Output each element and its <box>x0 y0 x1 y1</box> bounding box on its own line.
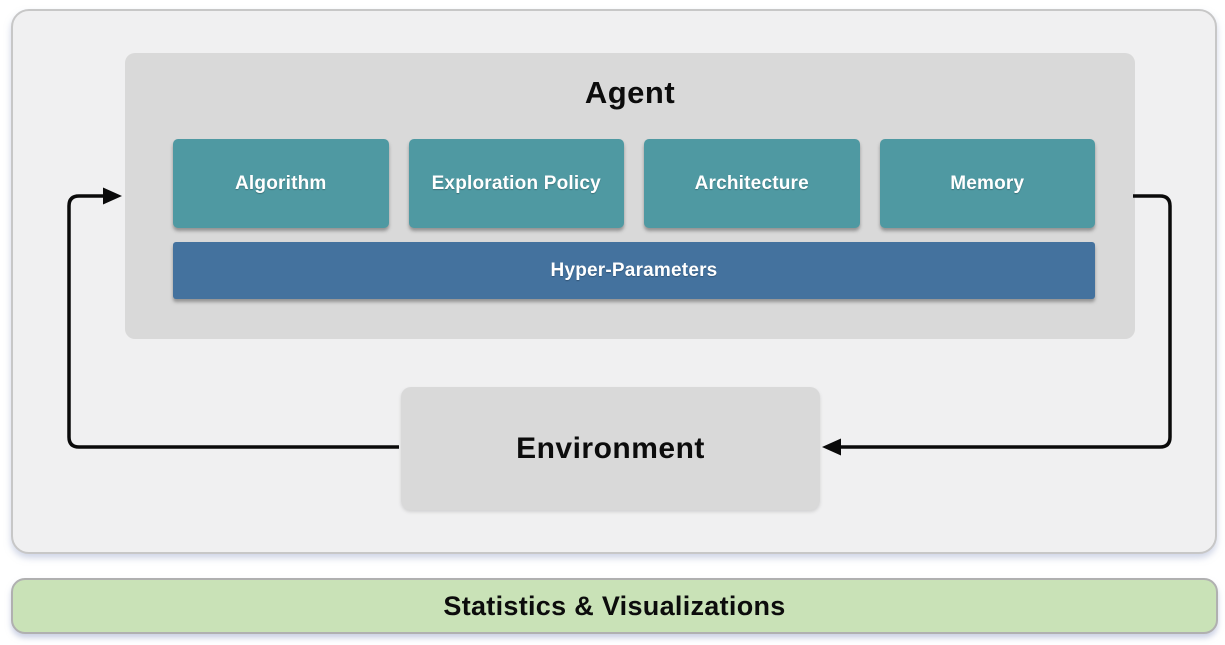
module-box-algorithm: Algorithm <box>173 139 389 228</box>
hyper-parameters-bar: Hyper-Parameters <box>173 242 1095 299</box>
environment-box: Environment <box>401 387 820 510</box>
module-label-exploration-policy: Exploration Policy <box>431 172 601 194</box>
hyper-parameters-label: Hyper-Parameters <box>550 259 718 281</box>
module-box-exploration-policy: Exploration Policy <box>408 139 624 228</box>
agent-environment-loop-panel: Agent Algorithm Exploration Policy Archi… <box>11 9 1217 554</box>
module-box-memory: Memory <box>879 139 1095 228</box>
module-box-architecture: Architecture <box>644 139 860 228</box>
module-label-algorithm: Algorithm <box>234 172 327 194</box>
module-label-architecture: Architecture <box>694 172 809 194</box>
statistics-visualizations-label: Statistics & Visualizations <box>443 590 786 621</box>
statistics-visualizations-bar: Statistics & Visualizations <box>11 578 1218 634</box>
environment-label: Environment <box>516 431 705 465</box>
module-label-memory: Memory <box>950 172 1025 194</box>
agent-title: Agent <box>584 75 676 110</box>
agent-box: Agent Algorithm Exploration Policy Archi… <box>125 53 1135 339</box>
agent-module-row: Algorithm Exploration Policy Architectur… <box>173 139 1095 228</box>
